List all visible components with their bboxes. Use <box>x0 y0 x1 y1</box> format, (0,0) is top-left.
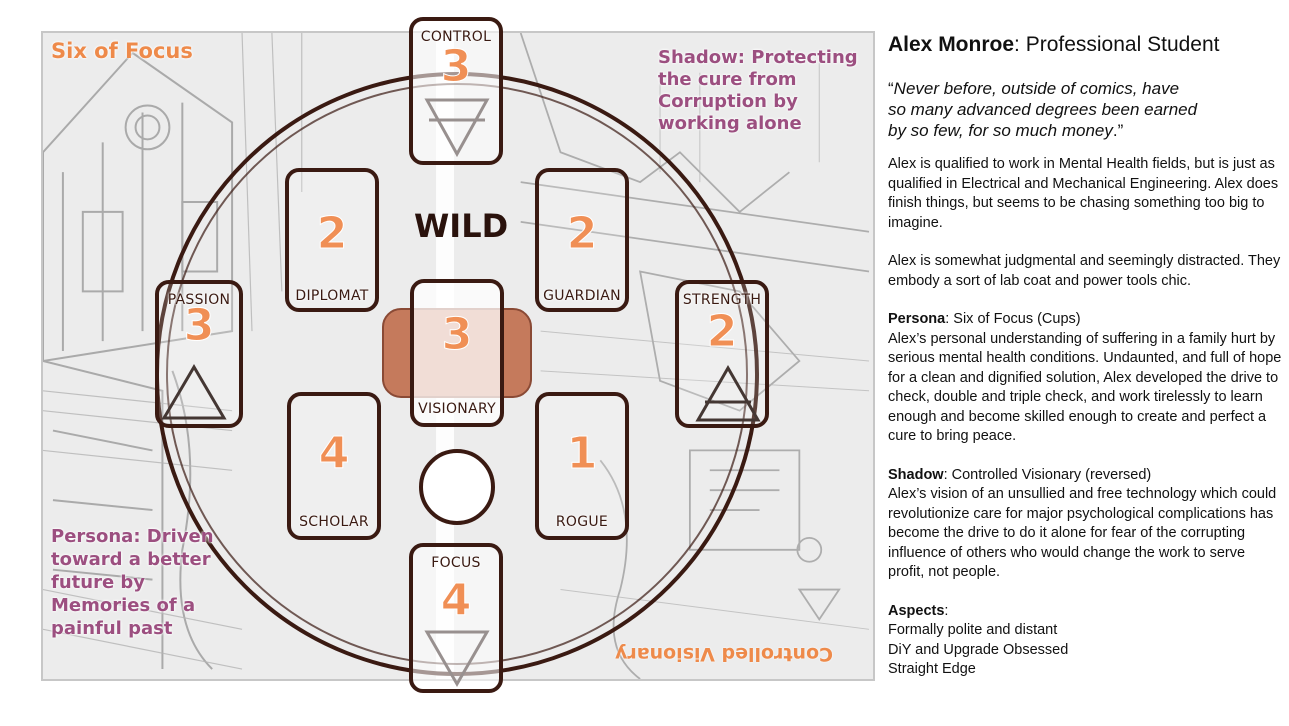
slot-frame <box>535 168 629 312</box>
shadow-heading: Shadow <box>888 466 944 483</box>
slot-focus: FOCUS 4 <box>409 543 503 693</box>
slot-value: 3 <box>441 309 473 361</box>
slot-frame <box>675 280 769 428</box>
shadow-note: Shadow: Protecting the cure from Corrupt… <box>658 47 858 134</box>
slot-value: 2 <box>316 208 348 260</box>
persona-section: Persona: Six of Focus (Cups) Alex’s pers… <box>888 310 1284 447</box>
shadow-text: Alex’s vision of an unsullied and free t… <box>888 486 1277 580</box>
wild-label: WILD <box>414 207 509 245</box>
slot-label: ROGUE <box>555 514 609 530</box>
slot-value: 4 <box>318 428 350 480</box>
aspects-heading: Aspects <box>888 602 945 619</box>
slot-frame <box>535 392 629 540</box>
reversed-title: Controlled Visionary <box>615 643 834 665</box>
aspect-item: Straight Edge <box>888 661 976 677</box>
strength-up-triangle-icon <box>695 364 761 422</box>
slot-passion: PASSION 3 <box>155 280 243 428</box>
character-description: Alex Monroe: Professional Student “Never… <box>888 32 1284 680</box>
slot-strength: STRENGTH 2 <box>675 280 769 428</box>
slot-label: CONTROL <box>420 29 492 45</box>
slot-scholar: 4 SCHOLAR <box>287 392 381 540</box>
slot-frame <box>155 280 243 428</box>
persona-note: Persona: Driven toward a better future b… <box>51 526 214 639</box>
slot-label: DIPLOMAT <box>295 288 369 304</box>
slot-diplomat: 2 DIPLOMAT <box>285 168 379 312</box>
slot-value: 1 <box>566 428 598 480</box>
slot-label: GUARDIAN <box>543 288 621 304</box>
corner-title: Six of Focus <box>51 39 193 63</box>
aspect-item: Formally polite and distant <box>888 622 1058 638</box>
slot-value: 2 <box>566 208 598 260</box>
shadow-subheading: : Controlled Visionary (reversed) <box>943 466 1152 483</box>
name-line: Alex Monroe: Professional Student <box>888 32 1284 58</box>
slot-frame <box>285 168 379 312</box>
slot-value: 4 <box>440 575 472 627</box>
slot-control: CONTROL 3 <box>409 17 503 165</box>
persona-text: Alex’s personal understanding of sufferi… <box>888 330 1282 445</box>
aspects-sep: : <box>944 602 949 619</box>
slot-value: 2 <box>706 306 738 358</box>
slot-frame <box>409 543 503 693</box>
slot-label: SCHOLAR <box>299 514 369 530</box>
slot-value: 3 <box>183 300 215 352</box>
empty-circle-slot <box>419 449 495 525</box>
shadow-section: Shadow: Controlled Visionary (reversed) … <box>888 466 1284 583</box>
slot-label: STRENGTH <box>682 292 762 308</box>
slot-frame <box>287 392 381 540</box>
slot-visionary: 3 VISIONARY <box>410 279 504 427</box>
persona-subheading: : Six of Focus (Cups) <box>945 311 1081 327</box>
aspects-section: Aspects: Formally polite and distant DiY… <box>888 602 1284 680</box>
character-card: Six of Focus Shadow: Protecting the cure… <box>41 17 875 693</box>
quote-open: “ <box>888 79 894 98</box>
quote-close: .” <box>1112 121 1124 140</box>
passion-up-triangle-icon <box>161 364 227 420</box>
persona-heading: Persona <box>888 311 946 327</box>
demeanor-paragraph: Alex is somewhat judgmental and seemingl… <box>888 253 1281 289</box>
slot-rogue: 1 ROGUE <box>535 392 629 540</box>
character-role: : Professional Student <box>1014 33 1220 56</box>
character-name: Alex Monroe <box>888 33 1015 56</box>
aspect-item: DiY and Upgrade Obsessed <box>888 641 1069 658</box>
character-quote: “Never before, outside of comics, have s… <box>888 78 1284 141</box>
slot-label: VISIONARY <box>418 401 496 417</box>
slot-value: 3 <box>440 41 472 93</box>
slot-frame <box>409 17 503 165</box>
slot-frame <box>410 279 504 427</box>
slot-label: FOCUS <box>431 555 481 571</box>
intro-paragraph: Alex is qualified to work in Mental Heal… <box>888 156 1279 231</box>
slot-label: PASSION <box>167 292 231 308</box>
slot-guardian: 2 GUARDIAN <box>535 168 629 312</box>
quote-body: Never before, outside of comics, have so… <box>888 79 1198 140</box>
